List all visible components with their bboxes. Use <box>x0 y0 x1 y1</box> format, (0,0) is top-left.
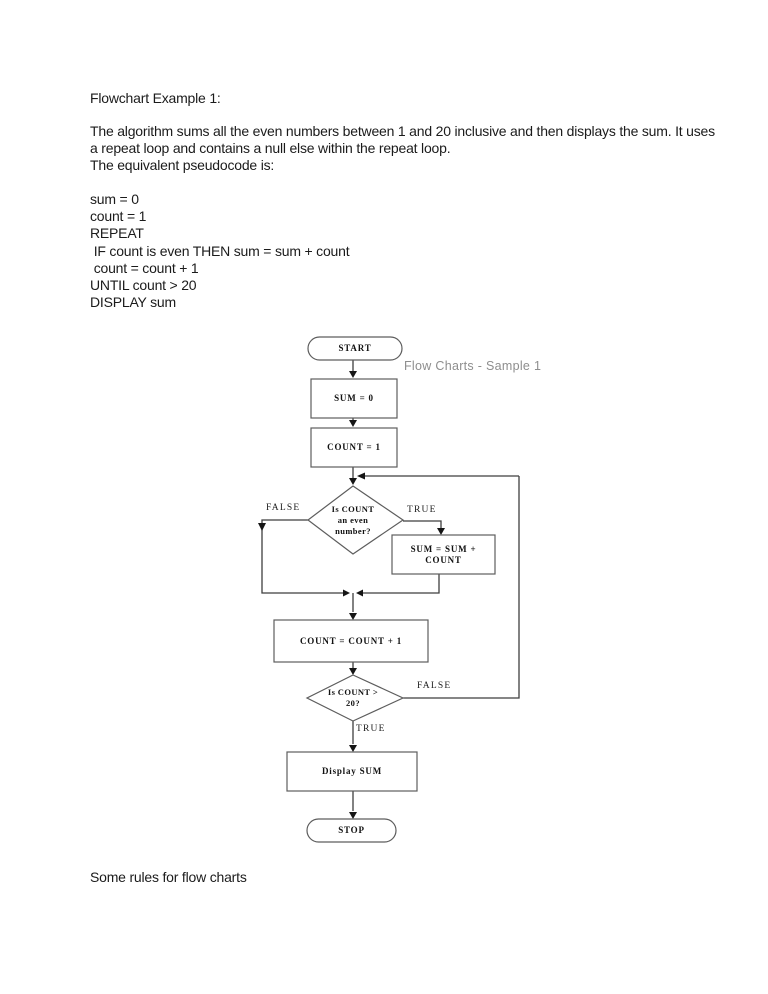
start-terminator-shape <box>307 336 403 361</box>
false-even-label: FALSE <box>266 503 301 513</box>
arrowhead-into-decision2 <box>349 668 357 675</box>
count-increment-shape <box>273 619 429 663</box>
doc-title: Flowchart Example 1: <box>90 90 221 106</box>
stop-node-label: STOP <box>338 825 365 835</box>
count-init-label: COUNT = 1 <box>327 442 381 452</box>
arrowhead-false-branch-down <box>258 523 266 531</box>
count-increment-label: COUNT = COUNT + 1 <box>299 635 403 646</box>
doc-paragraph: The algorithm sums all the even numbers … <box>90 123 715 175</box>
pseudocode-line-5: count = count + 1 <box>90 259 199 276</box>
arrowhead-into-sum <box>349 371 357 378</box>
arrowhead-into-count <box>349 420 357 427</box>
start-node-label: START <box>338 343 372 353</box>
sum-process-label: SUM = SUM + COUNT <box>410 543 477 565</box>
decision-limit-shape <box>305 674 405 722</box>
flowchart-caption: Flow Charts - Sample 1 <box>404 359 542 373</box>
pseudocode-block: sum = 0 count = 1 REPEAT IF count is eve… <box>90 191 350 311</box>
paragraph-line-2: a repeat loop and contains a null else w… <box>90 140 451 157</box>
pseudocode-line-6: UNTIL count > 20 <box>90 277 197 294</box>
stop-terminator-shape <box>306 818 397 843</box>
connector-loopback-right <box>403 476 520 699</box>
paragraph-line-1: The algorithm sums all the even numbers … <box>90 123 715 139</box>
connector-true-branch <box>403 520 442 528</box>
pseudocode-line-4: IF count is even THEN sum = sum + count <box>90 242 350 259</box>
decision-limit-label: Is COUNT > 20? <box>327 687 379 708</box>
pseudocode-line-2: count = 1 <box>90 208 147 225</box>
display-label: Display SUM <box>321 766 383 776</box>
sum-init-label: SUM = 0 <box>334 393 374 403</box>
arrowhead-into-decision1 <box>349 478 357 485</box>
arrowhead-into-stop <box>349 812 357 819</box>
arrowhead-loopback-left <box>357 472 365 480</box>
paragraph-line-3: The equivalent pseudocode is: <box>90 157 275 174</box>
sum-process-shape <box>391 534 496 575</box>
true-limit-label: TRUE <box>356 724 386 734</box>
count-init-shape <box>310 427 398 468</box>
true-even-label: TRUE <box>407 505 437 515</box>
arrowhead-merge-left <box>356 589 363 597</box>
false-limit-label: FALSE <box>417 681 452 691</box>
connector-false-branch <box>261 519 343 594</box>
pseudocode-line-3: REPEAT <box>90 225 144 242</box>
sum-init-shape <box>310 378 398 419</box>
decision-even-label: Is COUNT an even number? <box>331 503 375 536</box>
arrowhead-into-sumprocess <box>437 528 445 535</box>
arrowhead-into-increment <box>349 613 357 620</box>
arrowhead-into-display <box>349 745 357 752</box>
pseudocode-line-1: sum = 0 <box>90 191 139 207</box>
display-shape <box>286 751 418 792</box>
pseudocode-line-7: DISPLAY sum <box>90 294 176 311</box>
connector-sumprocess-to-merge <box>362 574 440 594</box>
decision-even-shape <box>307 485 405 555</box>
doc-footer: Some rules for flow charts <box>90 869 247 885</box>
arrowhead-merge-right <box>343 589 350 597</box>
